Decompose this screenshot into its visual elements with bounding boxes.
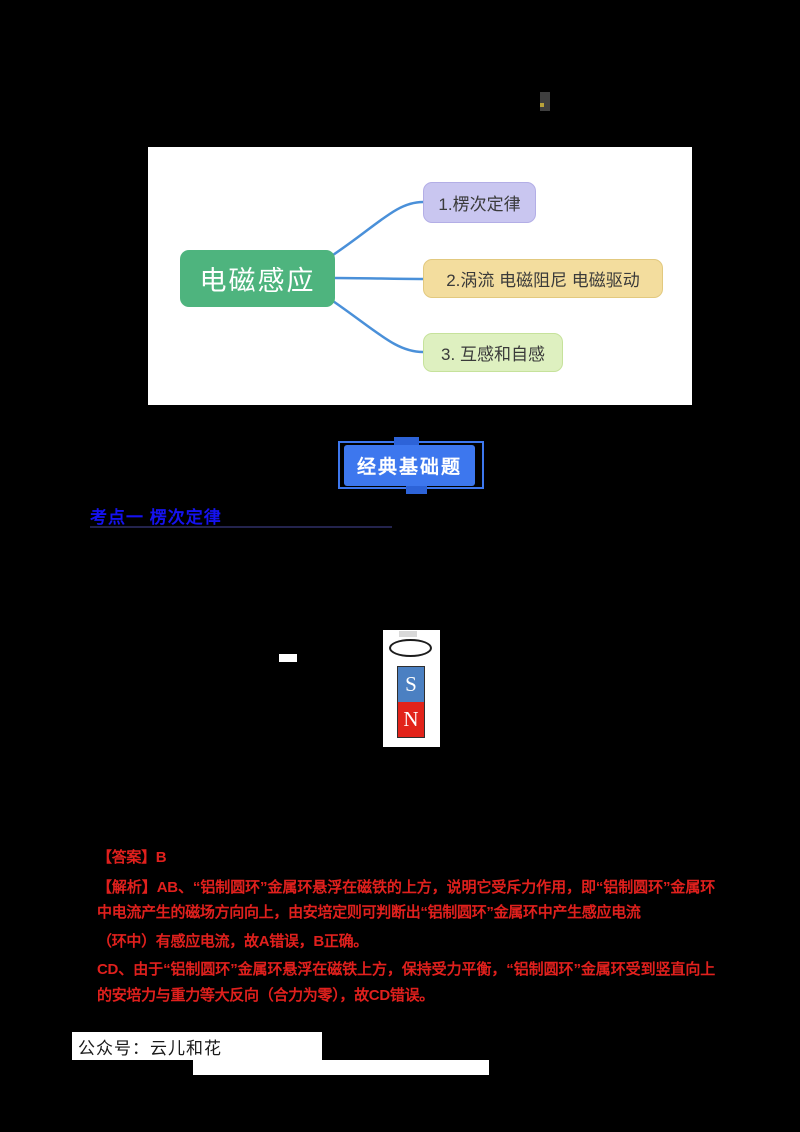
mindmap-connector-lines bbox=[329, 200, 424, 354]
solution-block: 【答案】B 【解析】AB、“铝制圆环”金属环悬浮在磁铁的上方，说明它受斥力作用，… bbox=[97, 845, 715, 1008]
text-fragment-dash bbox=[279, 654, 297, 662]
answer-line: 【答案】B bbox=[97, 849, 167, 866]
footer-white-strip bbox=[193, 1060, 489, 1075]
analysis-paragraph-1: 【解析】AB、“铝制圆环”金属环悬浮在磁铁的上方，说明它受斥力作用，即“铝制圆环… bbox=[97, 878, 715, 922]
page-artifact bbox=[540, 92, 550, 111]
mindmap-branch-lenz-law: 1.楞次定律 bbox=[423, 182, 536, 223]
analysis-paragraph-2: （环中）有感应电流，故A错误，B正确。 bbox=[97, 932, 368, 950]
banner-tab-top bbox=[394, 437, 419, 446]
mindmap-root-node: 电磁感应 bbox=[180, 250, 335, 307]
section-banner: 经典基础题 bbox=[330, 436, 496, 496]
mindmap-branch-inductance: 3. 互感和自感 bbox=[423, 333, 563, 372]
banner-tab-bottom bbox=[406, 485, 427, 494]
figure-smudge bbox=[399, 631, 417, 637]
heading-underline bbox=[90, 526, 392, 528]
mindmap-panel: 电磁感应 1.楞次定律 2.涡流 电磁阻尼 电磁驱动 3. 互感和自感 bbox=[148, 147, 692, 405]
banner-label: 经典基础题 bbox=[344, 445, 475, 486]
magnet-n-pole: N bbox=[398, 702, 424, 737]
wechat-account-label: 公众号：云儿和花 bbox=[72, 1032, 322, 1060]
artifact-dot bbox=[540, 103, 544, 107]
magnet-figure: S N bbox=[383, 630, 440, 747]
bar-magnet: S N bbox=[397, 666, 425, 738]
exam-point-heading: 考点一 楞次定律 bbox=[90, 508, 222, 527]
analysis-paragraph-3: CD、由于“铝制圆环”金属环悬浮在磁铁上方，保持受力平衡，“铝制圆环”金属环受到… bbox=[97, 961, 715, 1004]
mindmap-branch-eddy-current: 2.涡流 电磁阻尼 电磁驱动 bbox=[423, 259, 663, 298]
magnet-s-pole: S bbox=[398, 667, 424, 702]
metal-ring-icon bbox=[389, 639, 432, 657]
